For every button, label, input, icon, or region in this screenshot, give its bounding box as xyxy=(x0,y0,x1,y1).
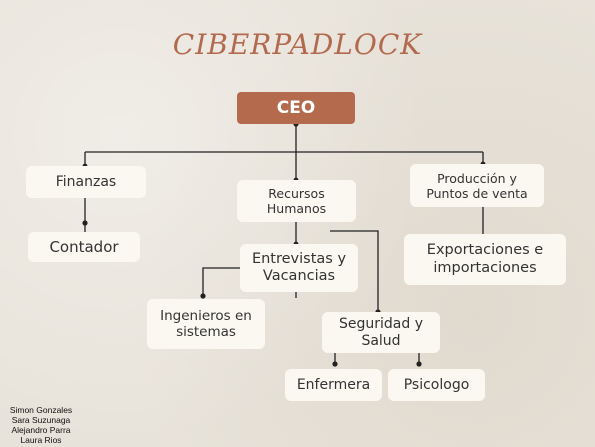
psicologo-joint-dot xyxy=(416,361,422,367)
node-produccion: Producción y Puntos de venta xyxy=(410,164,544,207)
entrevistas-ingenieros-connector xyxy=(202,267,240,296)
node-enfermera: Enfermera xyxy=(285,369,382,401)
contador-joint-dot xyxy=(82,220,88,226)
credit-name: Sara Suzunaga xyxy=(11,415,71,425)
node-exportaciones: Exportaciones e importaciones xyxy=(404,234,566,285)
node-ingenieros: Ingenieros en sistemas xyxy=(147,299,265,349)
enfermera-joint-dot xyxy=(332,361,338,367)
node-contador: Contador xyxy=(28,232,140,262)
node-entrevistas: Entrevistas y Vacancias xyxy=(240,244,358,292)
node-ceo: CEO xyxy=(237,92,355,124)
node-seguridad: Seguridad y Salud xyxy=(322,312,440,353)
node-finanzas: Finanzas xyxy=(26,166,146,198)
diagram-title: CIBERPADLOCK xyxy=(172,28,423,61)
credit-name: Laura Rios xyxy=(20,435,62,445)
credit-name: Simon Gonzales xyxy=(9,405,73,415)
credits-list: Simon Gonzales Sara Suzunaga Alejandro P… xyxy=(2,405,80,445)
credit-name: Alejandro Parra xyxy=(11,425,71,435)
rh-seguridad-connector xyxy=(330,230,379,312)
node-recursos-humanos: Recursos Humanos xyxy=(237,180,356,222)
node-psicologo: Psicologo xyxy=(388,369,485,401)
ingenieros-joint-dot xyxy=(200,293,206,299)
